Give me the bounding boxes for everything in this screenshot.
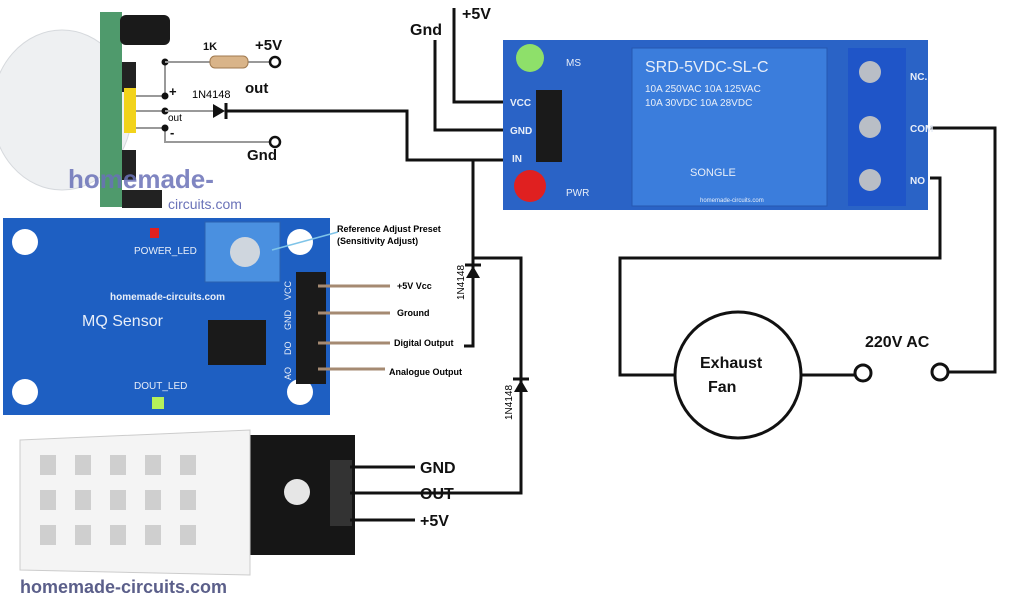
watermark: circuits.com bbox=[168, 196, 242, 212]
pir-sensor-module: 1K +5V out + out - 1N4148 Gnd homemade- … bbox=[0, 12, 282, 212]
watermark: homemade- bbox=[68, 164, 214, 194]
fan-label: Fan bbox=[708, 379, 736, 396]
nc-terminal-label: NC. bbox=[910, 72, 927, 83]
pir-gnd-label: Gnd bbox=[247, 147, 277, 164]
pin-name: AO bbox=[283, 367, 293, 380]
preset-label: (Sensitivity Adjust) bbox=[337, 236, 418, 246]
in-pin-label: IN bbox=[512, 154, 522, 165]
diode-icon bbox=[466, 266, 480, 278]
vcc-pin-label: +5V Vcc bbox=[397, 281, 432, 291]
no-terminal-label: NO bbox=[910, 176, 925, 187]
digital-output-label: Digital Output bbox=[394, 338, 454, 348]
pwr-label: PWR bbox=[566, 188, 589, 199]
power-led-label: POWER_LED bbox=[134, 246, 197, 257]
wires: 1N4148 1N4148 Gnd +5V bbox=[227, 6, 997, 495]
dout-led-label: DOUT_LED bbox=[134, 381, 187, 392]
pir-out-label: out bbox=[245, 80, 268, 97]
relay-model: SRD-5VDC-SL-C bbox=[645, 59, 769, 76]
pir-vcc-label: +5V bbox=[255, 37, 282, 54]
mq-diode-label: 1N4148 bbox=[456, 265, 467, 300]
ac-terminal bbox=[853, 363, 873, 383]
mq-title: MQ Sensor bbox=[82, 313, 164, 330]
watermark: homemade-circuits.com bbox=[700, 198, 764, 204]
preset-label: Reference Adjust Preset bbox=[337, 224, 441, 234]
gnd-pin-label: GND bbox=[510, 126, 532, 137]
resistor-label: 1K bbox=[203, 41, 217, 53]
com-terminal-label: COM bbox=[910, 124, 933, 135]
relay-rating: 10A 30VDC 10A 28VDC bbox=[645, 98, 752, 109]
relay-brand: SONGLE bbox=[690, 167, 736, 179]
diode-icon bbox=[514, 380, 528, 392]
pir-diode-label: 1N4148 bbox=[192, 89, 231, 101]
resistor bbox=[209, 55, 249, 69]
dht-sensor-module bbox=[19, 429, 415, 576]
exhaust-fan: Exhaust Fan bbox=[673, 310, 803, 440]
out-pin-label: out bbox=[168, 113, 182, 124]
ac-terminal bbox=[930, 362, 950, 382]
dht-gnd-label: GND bbox=[420, 460, 456, 477]
minus-label: - bbox=[170, 125, 174, 140]
relay-rating: 10A 250VAC 10A 125VAC bbox=[645, 84, 761, 95]
dht-vcc-label: +5V bbox=[420, 513, 449, 530]
pin-name: VCC bbox=[283, 280, 293, 300]
pin-name: DO bbox=[283, 342, 293, 356]
fan-label: Exhaust bbox=[700, 355, 763, 372]
diode-icon bbox=[213, 104, 225, 118]
watermark: homemade-circuits.com bbox=[110, 292, 225, 303]
vcc-pin-label: VCC bbox=[510, 98, 531, 109]
relay-module: VCC GND IN MS PWR SRD-5VDC-SL-C 10A 250V… bbox=[503, 40, 933, 210]
plus-label: + bbox=[169, 84, 177, 99]
dht-out-label: OUT bbox=[420, 486, 454, 503]
relay-gnd-label: Gnd bbox=[410, 22, 442, 39]
ac-supply-label: 220V AC bbox=[865, 334, 930, 351]
analogue-output-label: Analogue Output bbox=[389, 367, 462, 377]
dht-diode-label: 1N4148 bbox=[504, 385, 515, 420]
ms-label: MS bbox=[566, 58, 581, 69]
watermark: homemade-circuits.com bbox=[20, 577, 227, 597]
pin-name: GND bbox=[283, 310, 293, 331]
relay-vcc-label: +5V bbox=[462, 6, 491, 23]
ground-pin-label: Ground bbox=[397, 308, 430, 318]
mq-sensor-module: POWER_LED DOUT_LED homemade-circuits.com… bbox=[3, 218, 390, 415]
